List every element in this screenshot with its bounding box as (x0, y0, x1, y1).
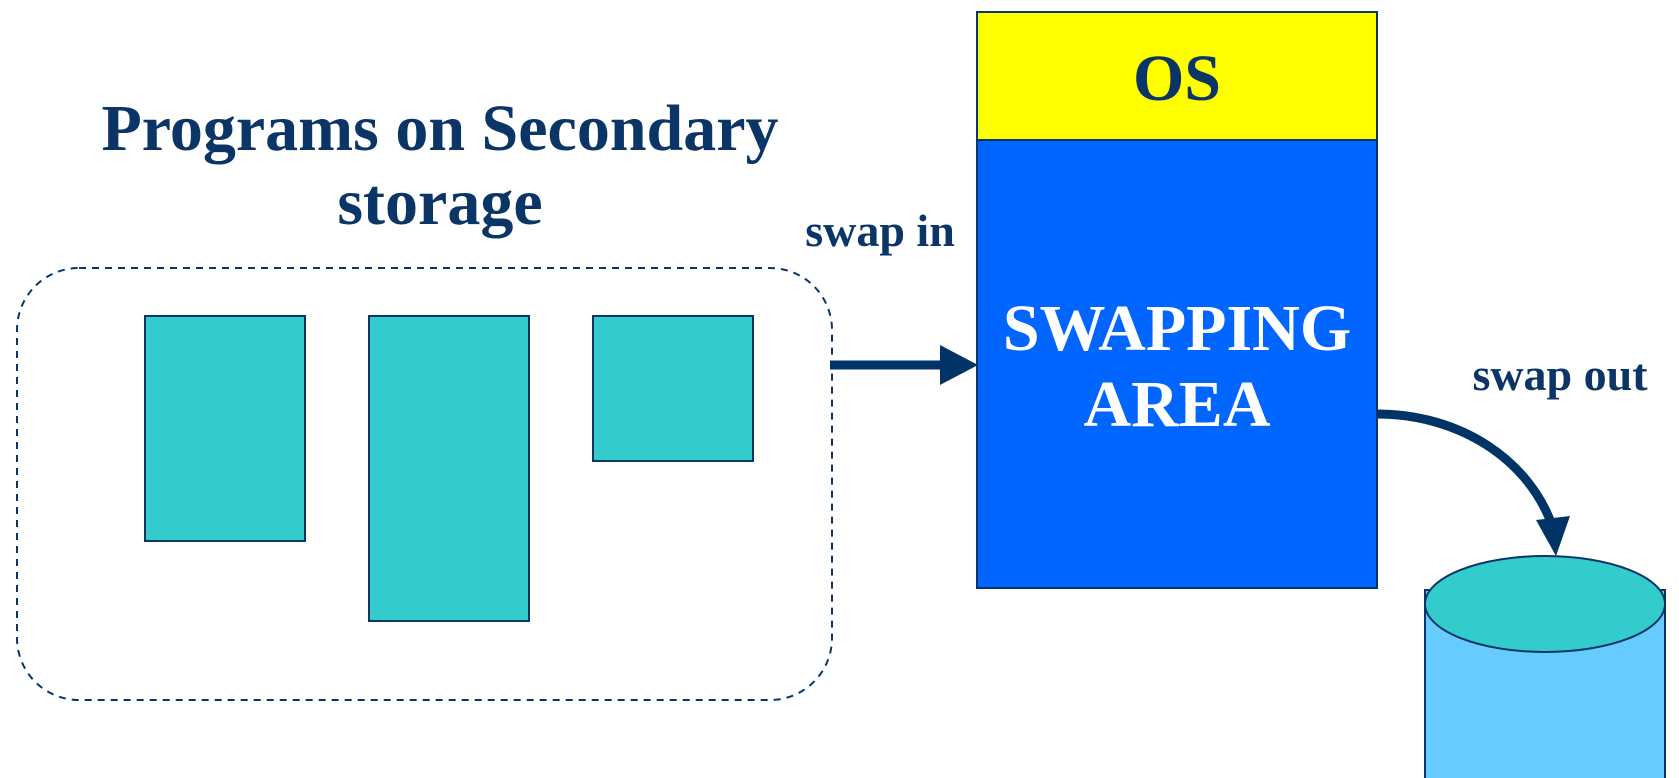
diagram-title-line2: storage (337, 166, 542, 239)
os-label: OS (1133, 42, 1221, 115)
swapping-area-label-line1: SWAPPING (1003, 292, 1351, 365)
swap-in-arrowhead (940, 345, 978, 385)
swap-out-arrow (1376, 409, 1558, 530)
swap-out-label: swap out (1472, 349, 1648, 400)
program-block-2 (368, 315, 530, 622)
swap-out-arrowhead (1536, 516, 1570, 556)
swap-in-label: swap in (805, 205, 955, 256)
swapping-area-block (976, 139, 1378, 589)
program-block-1 (144, 315, 306, 542)
os-block (976, 11, 1378, 141)
disk-top (1424, 555, 1666, 653)
program-block-3 (592, 315, 754, 462)
diagram-title-line1: Programs on Secondary (101, 92, 778, 165)
secondary-storage-container (16, 267, 833, 701)
swapping-area-label-line2: AREA (1083, 368, 1270, 441)
